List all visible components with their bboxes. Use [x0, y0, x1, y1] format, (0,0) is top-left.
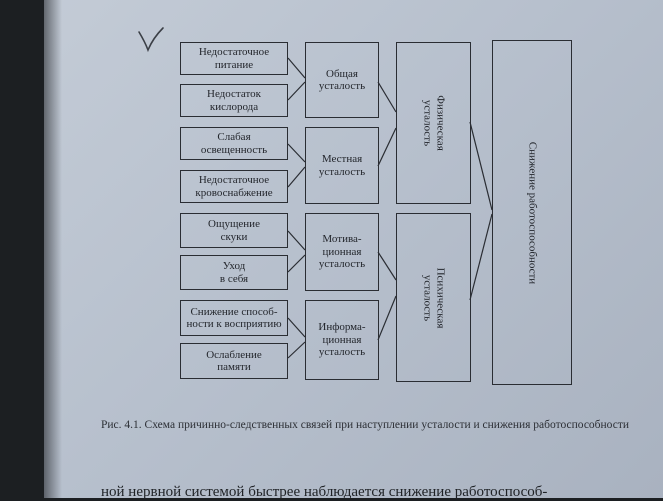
cause-label: Недостаток кислорода [207, 88, 261, 113]
result-box: Снижение работоспособности [492, 40, 572, 385]
cause-box: Уход в себя [180, 255, 288, 290]
mental-fatigue-box: Психическая усталость [396, 213, 471, 382]
cause-box: Недостаток кислорода [180, 84, 288, 117]
cause-label: Ослабление памяти [206, 348, 262, 374]
cause-box: Недостаточное питание [180, 42, 288, 75]
fatigue-type-box: Местная усталость [305, 127, 379, 204]
cause-label: Уход в себя [219, 260, 249, 285]
fatigue-type-box: Общая усталость [305, 42, 379, 118]
page-edge-shadow [44, 0, 62, 498]
cause-label: Ощущение скуки [208, 218, 260, 243]
book-page [44, 0, 663, 498]
cause-label: Недостаточное кровоснабжение [195, 174, 273, 199]
fatigue-type-label: Информа- ционная усталость [318, 321, 366, 359]
cause-box: Ощущение скуки [180, 213, 288, 248]
cause-box: Недостаточное кровоснабжение [180, 170, 288, 203]
result-label: Снижение работоспособности [526, 141, 539, 284]
cause-box: Снижение способ- ности к восприятию [180, 300, 288, 336]
cause-label: Снижение способ- ности к восприятию [186, 305, 282, 331]
fatigue-type-label: Общая усталость [318, 67, 366, 93]
physical-fatigue-label: Физическая усталость [421, 95, 447, 151]
figure-caption: Рис. 4.1. Схема причинно-следственных св… [101, 419, 630, 431]
handwritten-checkmark [138, 27, 164, 53]
cause-box: Ослабление памяти [180, 343, 288, 379]
cause-box: Слабая освещенность [180, 127, 288, 160]
fatigue-type-label: Мотива- ционная усталость [318, 233, 366, 271]
fatigue-type-box: Информа- ционная усталость [305, 300, 379, 380]
cause-label: Недостаточное питание [198, 46, 270, 71]
physical-fatigue-box: Физическая усталость [396, 42, 471, 204]
body-text-line: ной нервной системой быстрее наблюдается… [101, 484, 548, 500]
fatigue-type-label: Местная усталость [318, 153, 366, 178]
fatigue-type-box: Мотива- ционная усталость [305, 213, 379, 291]
cause-label: Слабая освещенность [200, 131, 268, 156]
mental-fatigue-label: Психическая усталость [421, 267, 447, 328]
